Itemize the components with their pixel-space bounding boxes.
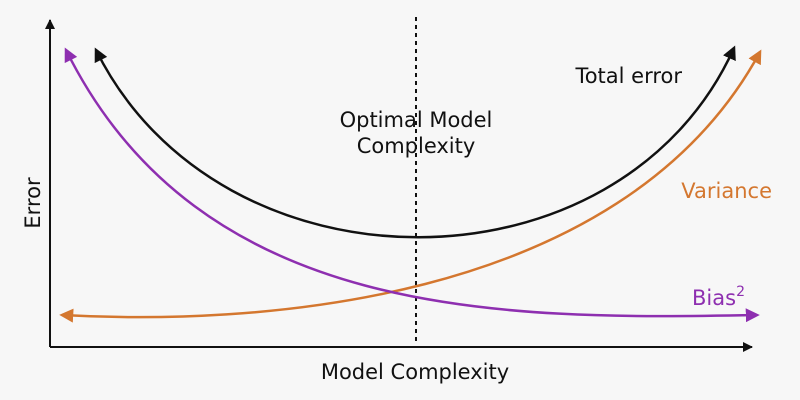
optimal-label-line2: Complexity <box>357 134 476 158</box>
optimal-label-line1: Optimal Model <box>340 108 493 132</box>
bias-superscript: 2 <box>736 284 745 300</box>
x-axis-label: Model Complexity <box>321 360 509 384</box>
y-axis-label: Error <box>21 177 45 229</box>
bias-label-text: Bias <box>692 286 736 310</box>
total-error-label: Total error <box>574 64 682 88</box>
bias-squared-curve <box>64 47 760 323</box>
variance-label: Variance <box>681 179 772 203</box>
bias-squared-label: Bias2 <box>692 284 745 310</box>
